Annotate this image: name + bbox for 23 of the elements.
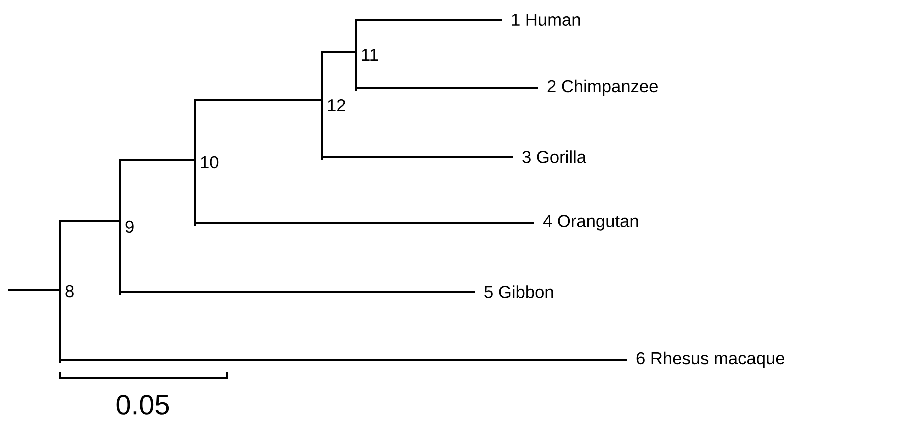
branch-line [60, 220, 120, 222]
branch-line [195, 222, 534, 224]
branch-line [120, 291, 475, 293]
branch-line [322, 51, 356, 53]
taxon-label: 4 Orangutan [543, 215, 638, 231]
clade-node: 9 [119, 159, 134, 295]
taxon-label: 2 Chimpanzee [548, 80, 658, 96]
branch-line [195, 99, 322, 101]
scale-label: 0.05 [116, 395, 170, 415]
taxon-label: 3 Gorilla [522, 150, 587, 164]
clade-node: 10 [194, 99, 219, 226]
branch-line [8, 289, 60, 291]
branch-line [60, 359, 627, 361]
branch-line [356, 19, 502, 21]
branch-line [120, 159, 195, 161]
clade-node: 11 [355, 19, 378, 91]
branch-line [356, 87, 538, 89]
taxon-label: 5 Gibbon [484, 286, 554, 298]
clade-node: 12 [321, 51, 346, 160]
taxon-label: 6 Rhesus macaque [636, 352, 785, 368]
taxon-label: 1 Human [512, 14, 580, 26]
branch-line [322, 156, 513, 158]
clade-node: 8 [59, 220, 74, 363]
